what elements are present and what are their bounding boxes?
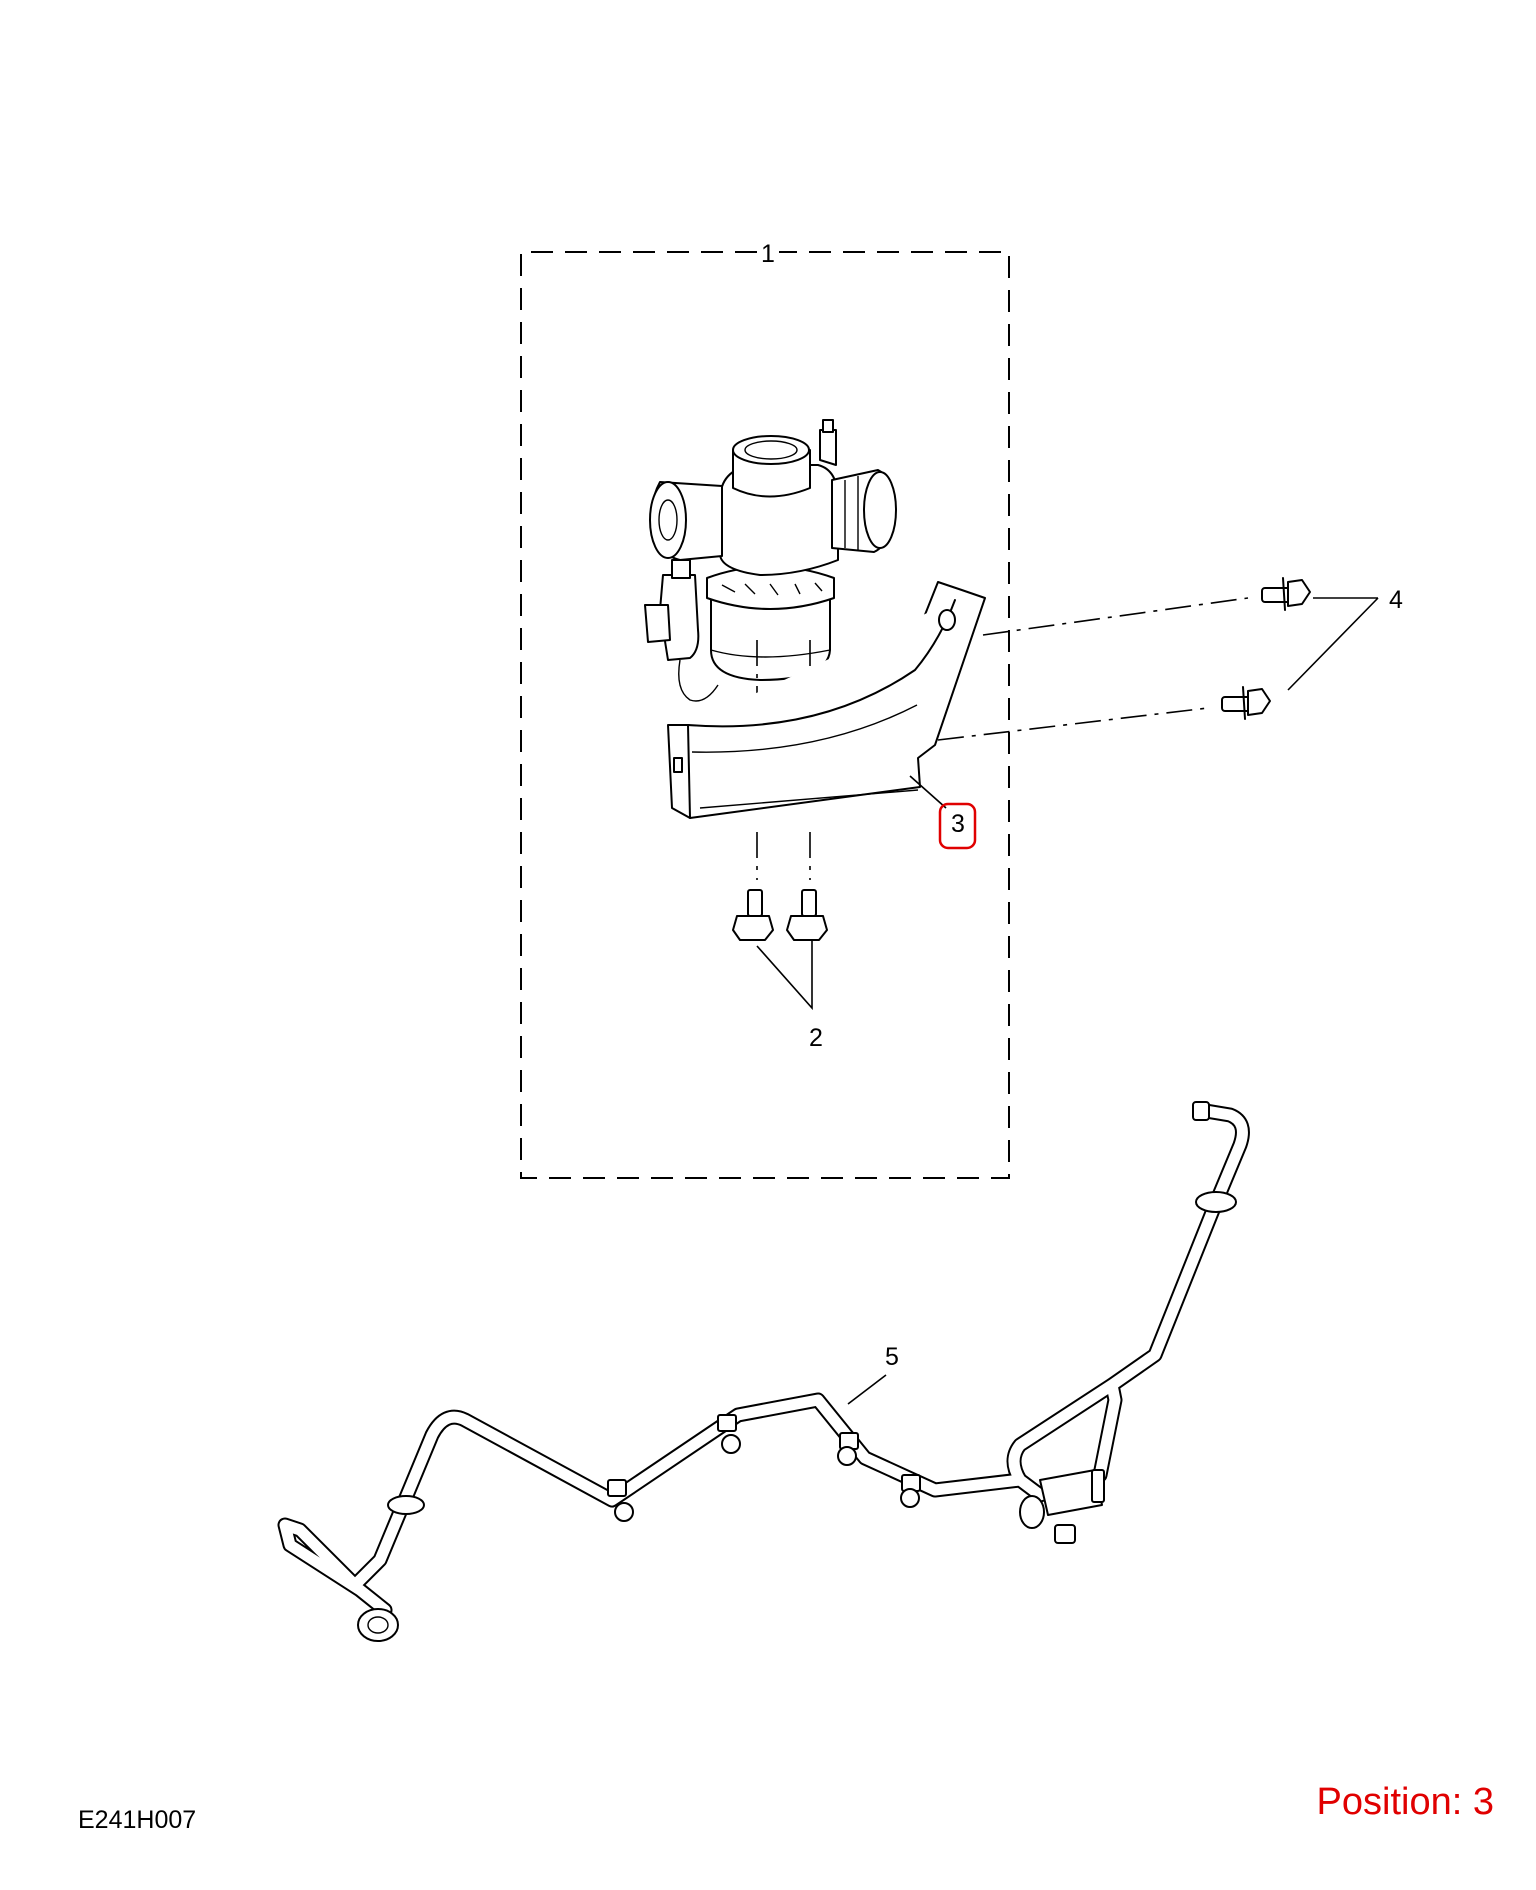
bolt-lower [1221, 686, 1271, 720]
callout-5[interactable]: 5 [885, 1343, 899, 1371]
bolt-left [732, 889, 774, 941]
bolt-right [786, 889, 828, 941]
position-label: Position: 3 [1317, 1781, 1494, 1823]
hose [277, 1101, 1250, 1642]
assembly-boundary [520, 251, 1010, 1179]
air-pump [644, 419, 897, 880]
callout-3-highlight [938, 802, 977, 850]
callout-4[interactable]: 4 [1389, 586, 1403, 614]
callout-3[interactable]: 3 [951, 810, 965, 838]
hose-clips [607, 1414, 921, 1522]
bolts-item-2 [732, 889, 828, 941]
bolts-item-4 [937, 577, 1311, 741]
hose-end-fitting-right [1019, 1469, 1105, 1544]
bolt-upper [1261, 577, 1311, 611]
leader-lines [756, 597, 1379, 1405]
callout-2[interactable]: 2 [809, 1024, 823, 1052]
hose-end-fitting-left [357, 1608, 399, 1642]
figure-code: E241H007 [78, 1806, 196, 1834]
callout-1[interactable]: 1 [761, 240, 775, 268]
bracket [667, 581, 986, 819]
